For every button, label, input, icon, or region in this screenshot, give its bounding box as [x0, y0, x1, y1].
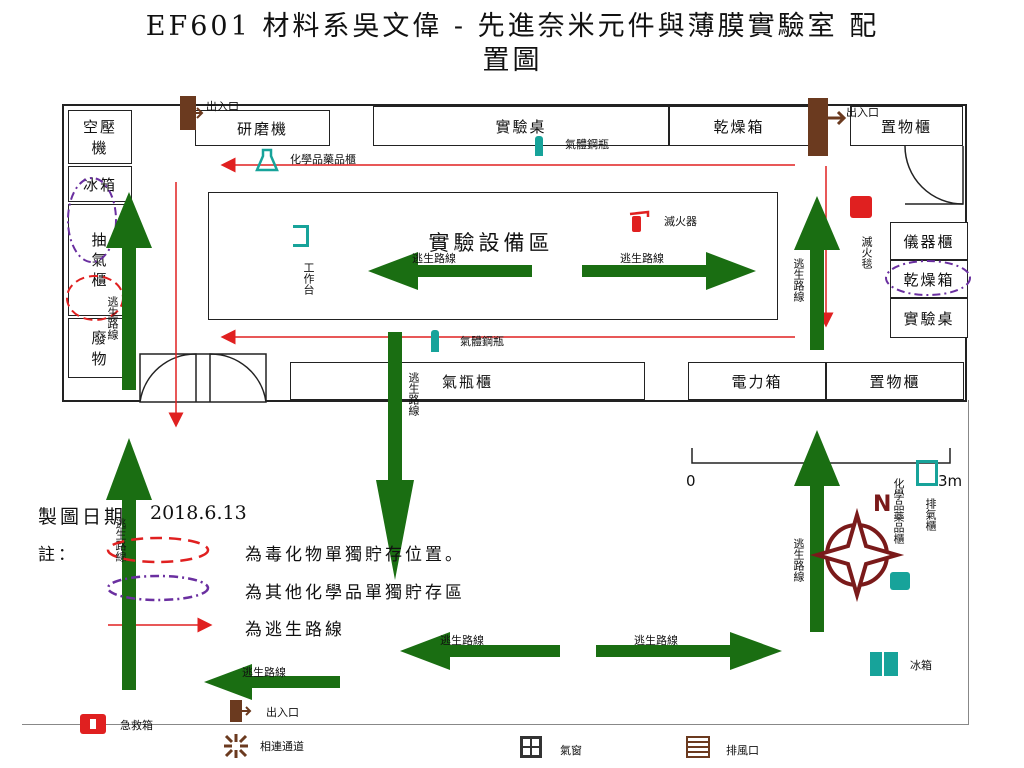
- gas-cabinet: 氣瓶櫃: [290, 362, 645, 400]
- window-icon: [520, 736, 542, 758]
- fridge-icon: [870, 652, 898, 676]
- power-box: 電力箱: [688, 362, 826, 400]
- legend-other-chem: 為其他化學品單獨貯存區: [245, 583, 465, 603]
- storage-bottom: 置物櫃: [826, 362, 964, 400]
- frame-bottom: [22, 724, 968, 725]
- frame-right: [968, 400, 969, 725]
- route-label-v-right-2: 逃生路線: [792, 538, 805, 582]
- route-label-v-right: 逃生路線: [792, 258, 805, 302]
- door-arc-right: [904, 145, 964, 205]
- center-zone: 實驗設備區: [208, 192, 778, 320]
- fridge-icon-label: 冰箱: [910, 659, 932, 672]
- route-label-left: 逃生路線: [412, 252, 456, 265]
- exhaust-cabinet-label: 排氣櫃: [924, 498, 937, 531]
- route-label-v-left-2: 逃生路線: [114, 518, 127, 562]
- extinguisher-icon: [626, 208, 650, 232]
- extinguisher-label: 滅火器: [664, 215, 697, 228]
- workbench-label: 工作台: [302, 262, 315, 295]
- compressor: 空壓 機: [68, 110, 132, 164]
- scale-zero: 0: [686, 472, 696, 490]
- gas-cylinder-top-label: 氣體鋼瓶: [565, 138, 609, 151]
- date-value: 2018.6.13: [150, 502, 247, 524]
- grinder: 研磨機: [195, 110, 330, 146]
- exhaust-cabinet-icon: [916, 460, 938, 486]
- route-label-v-left: 逃生路線: [106, 296, 119, 340]
- fire-blanket-icon: [850, 196, 872, 218]
- lab-bench-top: 實驗桌: [373, 106, 669, 146]
- lab-bench-right: 實驗桌: [890, 298, 968, 338]
- camera-icon: [890, 572, 910, 590]
- chem-cabinet-v-label: 化學品藥品櫃: [892, 478, 905, 544]
- vent-icon: [686, 736, 710, 758]
- route-label-right: 逃生路線: [620, 252, 664, 265]
- gas-cylinder-mid-label: 氣體鋼瓶: [460, 335, 504, 348]
- fire-blanket-label: 滅火毯: [860, 236, 873, 269]
- exit-door-icon-bottom: [228, 698, 252, 724]
- exit-top-right-label: 出入口: [846, 106, 879, 119]
- exit-door-icon: [178, 94, 204, 132]
- workbench-icon: [293, 225, 309, 247]
- title-line-2: 置圖: [482, 45, 543, 76]
- center-zone-label: 實驗設備區: [428, 231, 554, 255]
- exit-door-icon-right: [806, 96, 847, 158]
- exit-top-left-label: 出入口: [206, 100, 239, 113]
- gas-cylinder-icon: [535, 136, 543, 156]
- instrument-cabinet: 儀器櫃: [890, 222, 968, 260]
- route-label-bottom-1: 逃生路線: [440, 634, 484, 647]
- waste: 廢 物: [68, 318, 132, 378]
- dry-box-top: 乾燥箱: [669, 106, 809, 146]
- bottom-legend-window: 氣窗: [560, 744, 582, 757]
- gas-cylinder-icon-2: [431, 330, 439, 352]
- scale-unit: 3m: [938, 472, 963, 490]
- date-label: 製圖日期: [38, 506, 127, 528]
- route-label-bottom-2: 逃生路線: [634, 634, 678, 647]
- north-label: N: [873, 492, 892, 517]
- legend-toxic: 為毒化物單獨貯存位置。: [245, 545, 465, 565]
- fridge-left: 冰箱: [68, 166, 132, 202]
- double-door: [139, 353, 267, 403]
- storage-top: 置物櫃: [850, 106, 963, 146]
- chem-cabinet-label: 化學品藥品櫃: [290, 153, 356, 166]
- route-label-v-mid: 逃生路線: [407, 372, 420, 416]
- note-label: 註：: [38, 545, 78, 565]
- page-title: EF601 材料系吳文偉 - 先進奈米元件與薄膜實驗室 配 置圖: [20, 10, 1005, 78]
- legend-escape: 為逃生路線: [245, 620, 345, 640]
- bottom-legend-connection: 相連通道: [260, 740, 304, 753]
- first-aid-icon: [80, 714, 106, 734]
- legend-ellipses: [106, 536, 210, 602]
- title-line-1: EF601 材料系吳文偉 - 先進奈米元件與薄膜實驗室 配: [145, 11, 880, 42]
- bottom-legend-exit: 出入口: [266, 706, 299, 719]
- connection-icon: [224, 734, 248, 758]
- bottom-legend-first-aid: 急救箱: [120, 719, 153, 732]
- bottom-legend-vent: 排風口: [726, 744, 759, 757]
- route-label-bottom-3: 逃生路線: [242, 666, 286, 679]
- flask-icon: [255, 148, 279, 172]
